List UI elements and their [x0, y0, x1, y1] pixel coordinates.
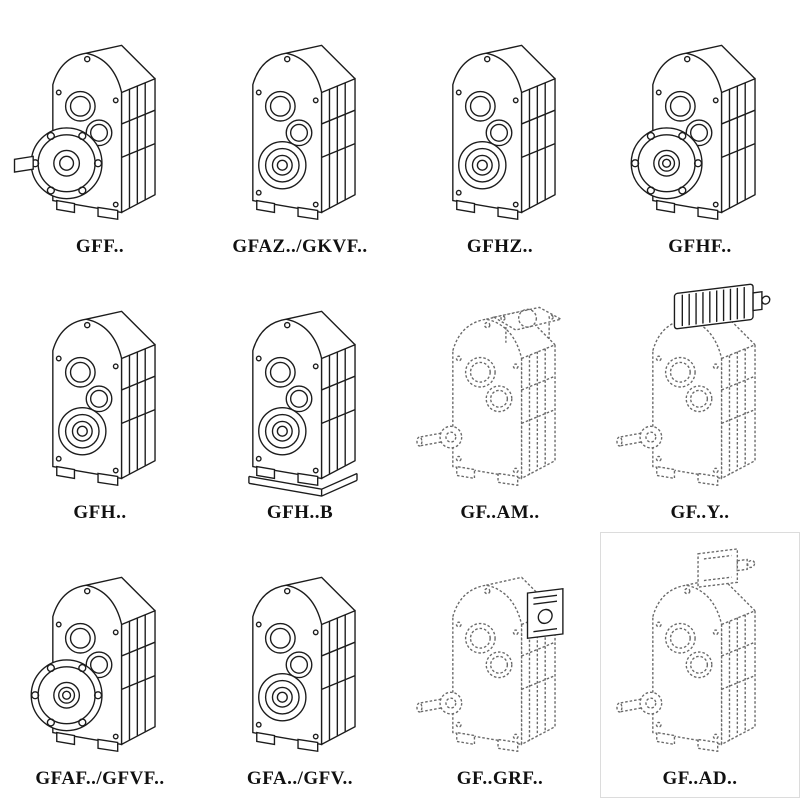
gearbox-hollow-shaft-drawing: [252, 44, 356, 220]
catalog-cell: GFF..: [0, 0, 200, 266]
model-label: GFAF../GFVF..: [35, 768, 165, 789]
gearbox-output-flange-drawing: [30, 576, 156, 752]
gearbox-hollow-shaft-drawing: [252, 576, 356, 752]
model-label: GFHZ..: [466, 236, 534, 257]
gearbox-flange-hollow-drawing: [630, 44, 756, 220]
model-label: GFA../GFV..: [246, 768, 354, 789]
model-label: GFF..: [75, 236, 125, 257]
catalog-cell: GF..AD..: [600, 532, 800, 798]
catalog-cell: GFH..B: [200, 266, 400, 532]
model-label: GFH..: [73, 502, 127, 523]
gearbox-iec-adapter-phantom-drawing: [416, 306, 562, 486]
model-label: GF..AM..: [460, 502, 540, 523]
catalog-cell: GFAF../GFVF..: [0, 532, 200, 798]
catalog-cell: GFAZ../GKVF..: [200, 0, 400, 266]
model-label: GFAZ../GKVF..: [232, 236, 368, 257]
gearbox-hollow-shaft-drawing: [52, 310, 156, 486]
gearbox-grf-unit-phantom-drawing: [416, 576, 564, 752]
model-label: GF..GRF..: [456, 768, 544, 789]
model-label: GFHF..: [668, 236, 732, 257]
catalog-cell: GF..AM..: [400, 266, 600, 532]
model-label: GF..AD..: [662, 768, 738, 789]
gearmotor-phantom-drawing: [616, 281, 771, 486]
model-label: GFH..B: [266, 502, 334, 523]
model-label: GF..Y..: [670, 502, 730, 523]
gearbox-hollow-shaft-drawing: [452, 44, 556, 220]
catalog-cell: GFHF..: [600, 0, 800, 266]
catalog-cell: GFH..: [0, 266, 200, 532]
catalog-cell: GFA../GFV..: [200, 532, 400, 798]
gearbox-flange-solid-shaft-drawing: [13, 44, 156, 220]
catalog-cell: GFHZ..: [400, 0, 600, 266]
catalog-cell: GF..Y..: [600, 266, 800, 532]
catalog-cell: GF..GRF..: [400, 532, 600, 798]
gearbox-input-adapter-phantom-drawing: [616, 546, 756, 752]
gearbox-hollow-shaft-base-drawing: [248, 310, 358, 497]
